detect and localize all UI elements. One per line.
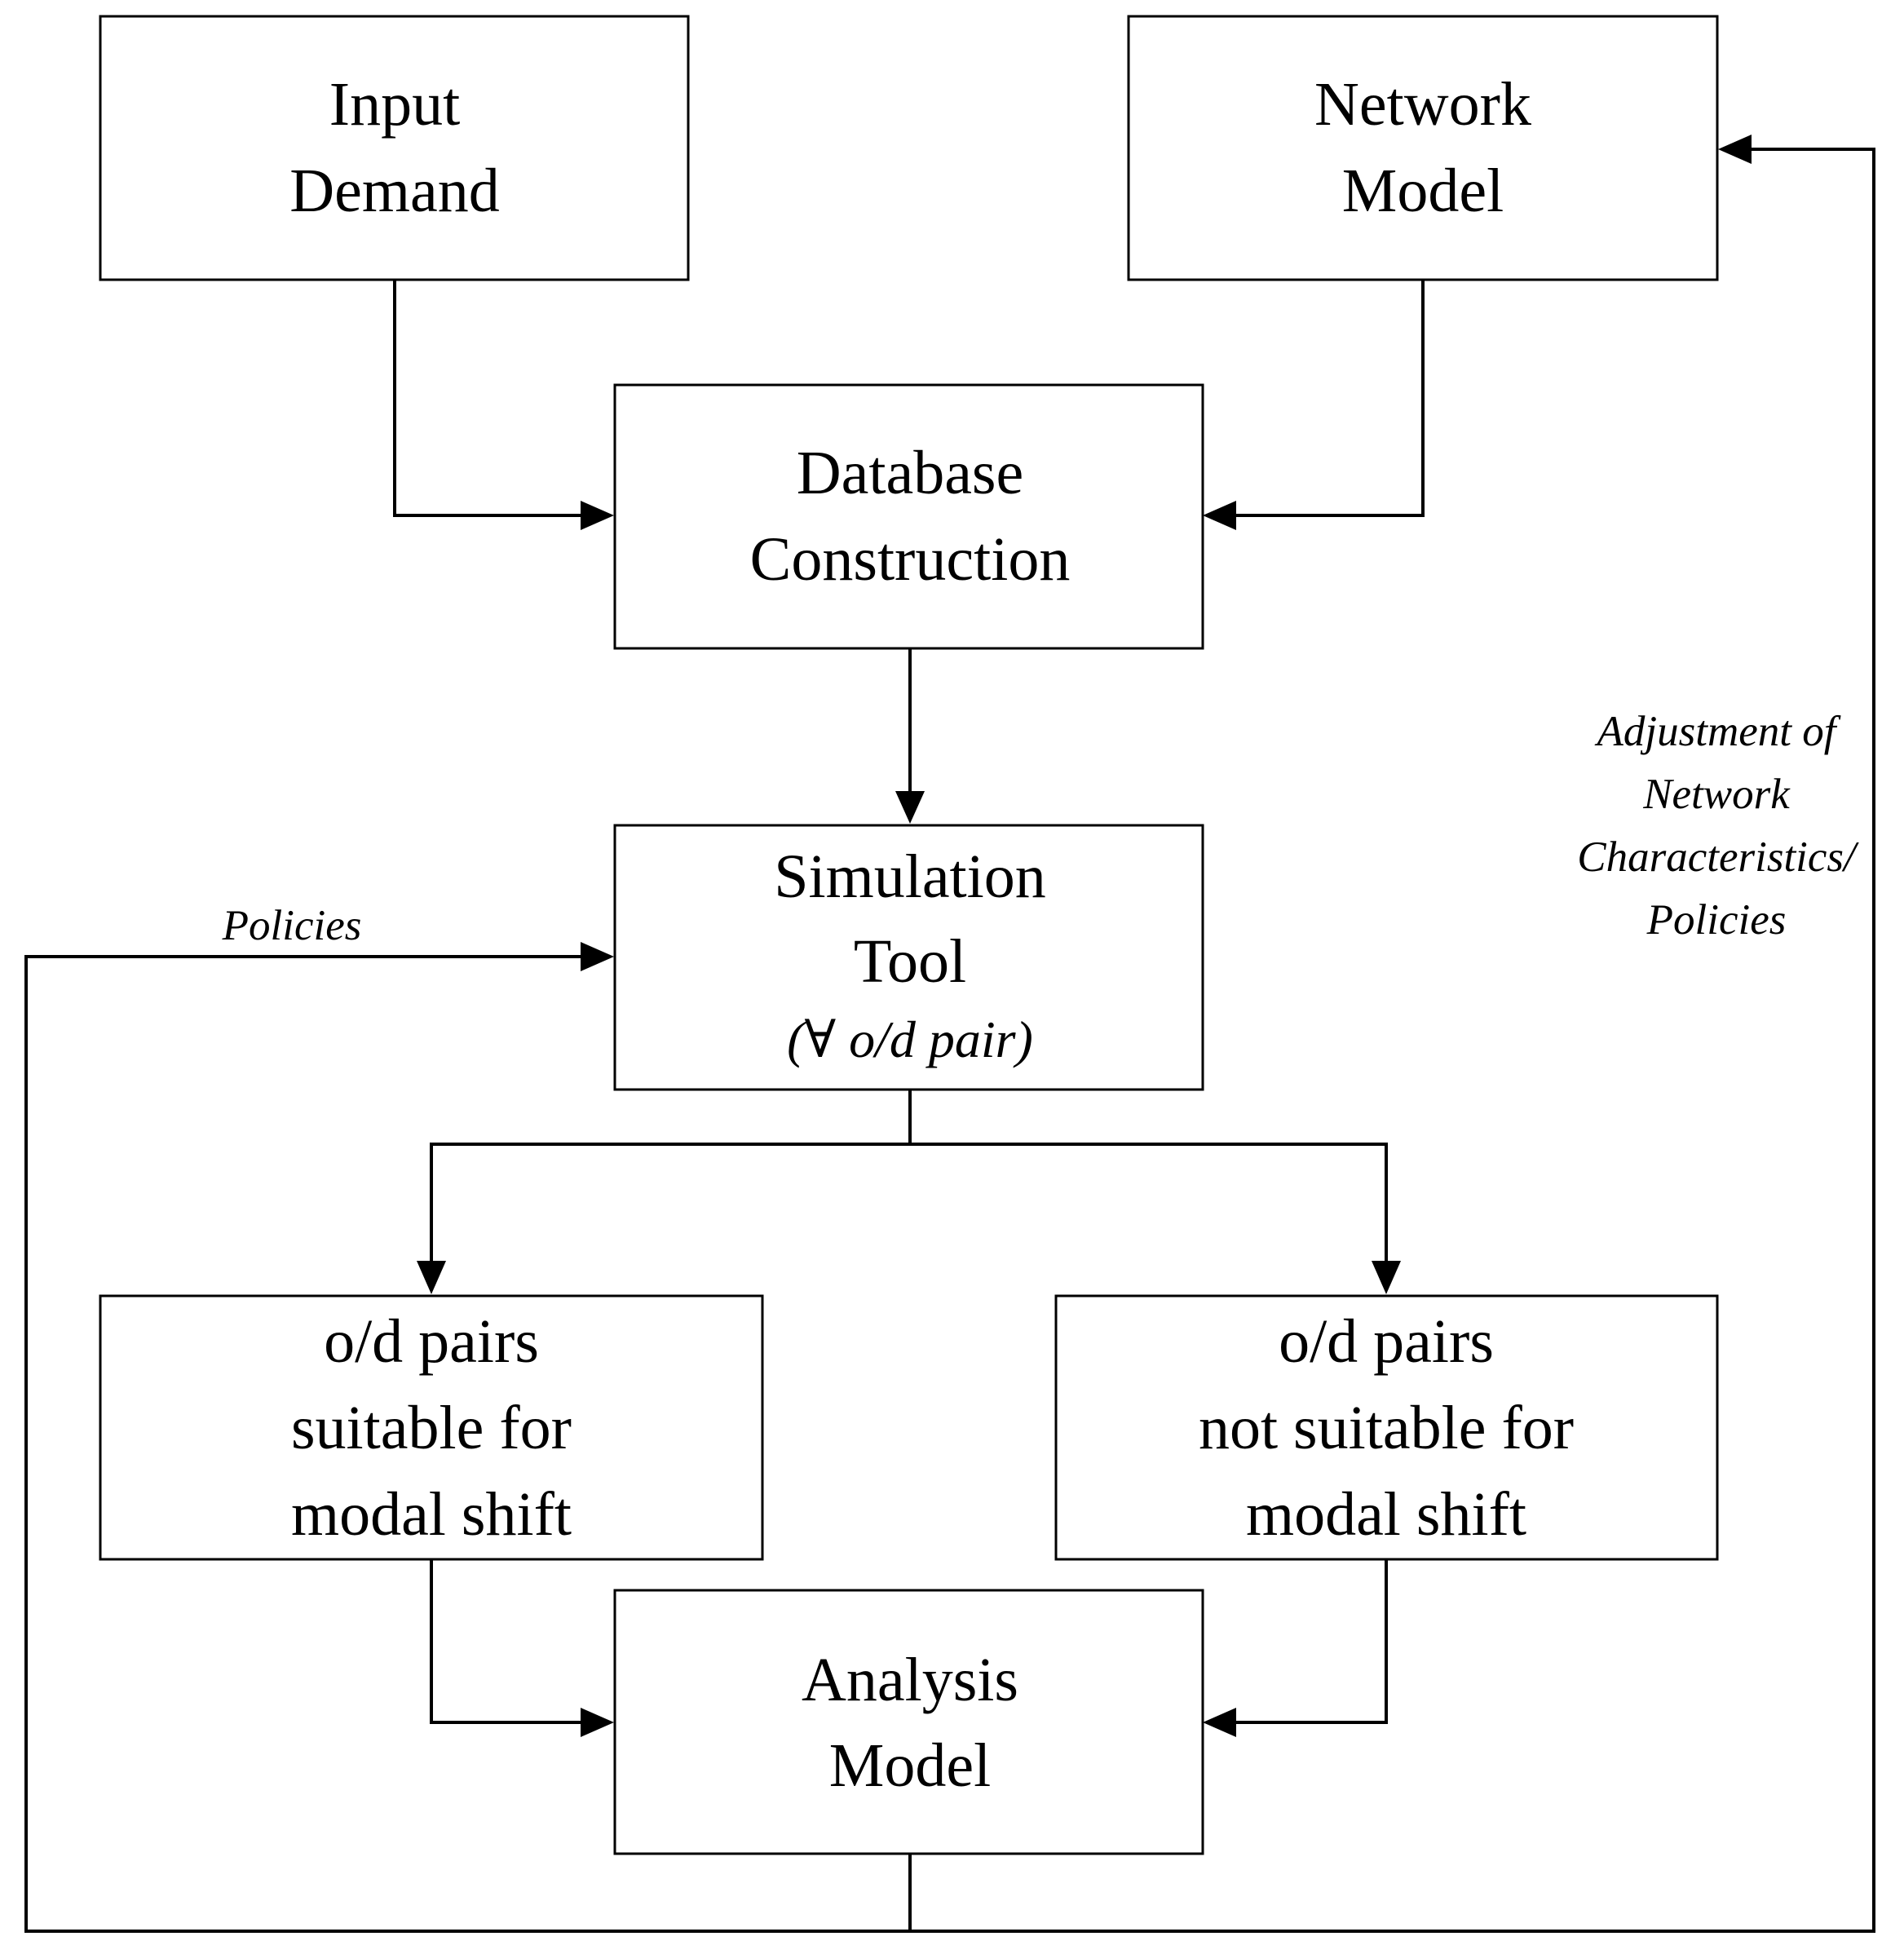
database-construction-line1: Database [797, 439, 1024, 507]
analysis-model-line1: Analysis [802, 1646, 1018, 1714]
edge-network-to-database [1235, 280, 1425, 517]
arrowhead-feedback-adjustment [1718, 135, 1752, 164]
analysis-model-line2: Model [829, 1731, 991, 1800]
node-database-construction: Database Construction [613, 383, 1204, 650]
edge-feedback-adjustment [910, 148, 1875, 1933]
adjustment-label-line1: Adjustment of [1595, 708, 1841, 755]
od-not-suitable-line2: not suitable for [1199, 1394, 1574, 1462]
od-not-suitable-line3: modal shift [1246, 1480, 1526, 1549]
adjustment-label: Adjustment of Network Characteristics/ P… [1577, 708, 1859, 944]
arrowhead-feedback-policies [581, 942, 614, 971]
edge-feedback-policies [24, 955, 912, 1933]
node-simulation-tool: Simulation Tool (∀ o/d pair) [613, 824, 1204, 1091]
arrowhead-database-to-simulation [895, 791, 925, 824]
od-suitable-line2: suitable for [291, 1394, 572, 1462]
edge-input-to-database [393, 280, 582, 517]
network-model-line2: Model [1342, 157, 1504, 225]
adjustment-label-line3: Characteristics/ [1577, 833, 1859, 881]
od-suitable-line1: o/d pairs [324, 1307, 539, 1376]
policies-label: Policies [222, 902, 362, 949]
database-construction-line2: Construction [750, 525, 1071, 594]
edge-not-suitable-to-analysis [1235, 1559, 1388, 1724]
node-od-suitable: o/d pairs suitable for modal shift [99, 1294, 764, 1561]
node-analysis-model: Analysis Model [613, 1589, 1204, 1855]
network-model-line1: Network [1314, 70, 1531, 139]
edge-simulation-to-not-suitable [910, 1143, 1388, 1262]
arrowhead-not-suitable-to-analysis [1203, 1708, 1236, 1737]
adjustment-label-line4: Policies [1646, 896, 1787, 944]
arrowhead-simulation-to-not-suitable [1372, 1261, 1401, 1294]
input-demand-line1: Input [329, 70, 460, 139]
edge-suitable-to-analysis [430, 1559, 582, 1724]
simulation-tool-line1: Simulation [774, 842, 1046, 911]
od-suitable-line3: modal shift [291, 1480, 572, 1549]
od-not-suitable-line1: o/d pairs [1279, 1307, 1494, 1376]
edge-simulation-to-suitable [430, 1143, 910, 1262]
arrowhead-simulation-to-suitable [417, 1261, 446, 1294]
input-demand-line2: Demand [289, 157, 499, 225]
arrowhead-input-to-database [581, 501, 614, 530]
adjustment-label-line2: Network [1642, 771, 1791, 818]
node-input-demand: Input Demand [99, 15, 690, 281]
arrowhead-network-to-database [1203, 501, 1236, 530]
simulation-tool-line3: (∀ o/d pair) [787, 1010, 1033, 1068]
node-network-model: Network Model [1127, 15, 1719, 281]
simulation-tool-line2: Tool [854, 927, 966, 996]
arrowhead-suitable-to-analysis [581, 1708, 614, 1737]
node-od-not-suitable: o/d pairs not suitable for modal shift [1054, 1294, 1719, 1561]
